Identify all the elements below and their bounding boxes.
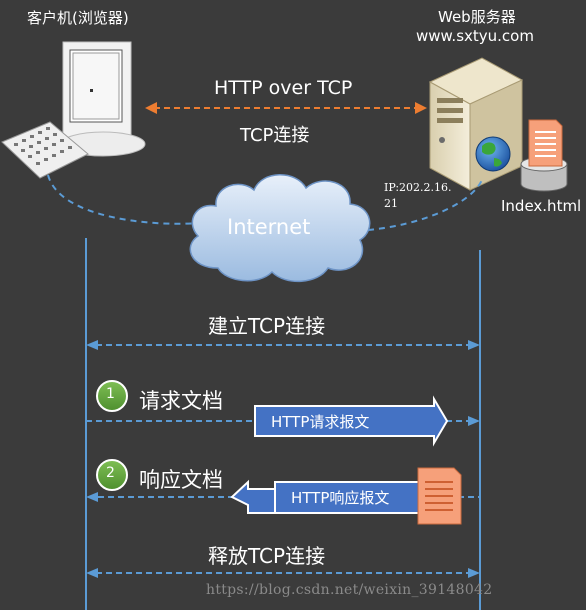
request-message-box	[254, 395, 449, 447]
step-1-number: 1	[106, 386, 115, 402]
establish-arrow	[86, 340, 480, 350]
watermark: https://blog.csdn.net/weixin_39148042	[206, 582, 493, 598]
response-message-body	[274, 481, 426, 514]
response-message-box	[230, 479, 276, 514]
response-message-label: HTTP响应报文	[291, 489, 390, 507]
server-ip-line1: IP:202.2.16.	[384, 181, 452, 194]
http-over-tcp-arrow	[145, 102, 427, 114]
internet-cloud-icon	[189, 174, 371, 283]
globe-icon	[475, 136, 511, 172]
client-computer-icon	[1, 41, 146, 179]
tcp-connection-curve	[47, 174, 483, 231]
establish-label: 建立TCP连接	[208, 314, 326, 338]
server-ip-line2: 21	[384, 197, 398, 210]
server-domain: www.sxtyu.com	[416, 27, 534, 45]
document-file-icon	[528, 119, 563, 167]
server-file-label: Index.html	[501, 197, 582, 215]
protocol-label: HTTP over TCP	[214, 77, 353, 99]
request-label: 请求文档	[139, 389, 223, 413]
step-1-circle	[96, 380, 128, 412]
release-arrow	[86, 568, 480, 578]
client-label: 客户机(浏览器)	[27, 9, 129, 27]
release-label: 释放TCP连接	[208, 544, 326, 568]
cloud-label: Internet	[227, 215, 311, 239]
step-2-number: 2	[106, 465, 115, 481]
connection-label: TCP连接	[240, 125, 310, 146]
server-tower-icon	[428, 57, 524, 191]
step-2-circle	[96, 459, 128, 491]
server-label: Web服务器	[438, 8, 516, 26]
request-message-label: HTTP请求报文	[271, 413, 370, 431]
response-document-icon	[417, 467, 462, 525]
response-label: 响应文档	[139, 468, 223, 492]
